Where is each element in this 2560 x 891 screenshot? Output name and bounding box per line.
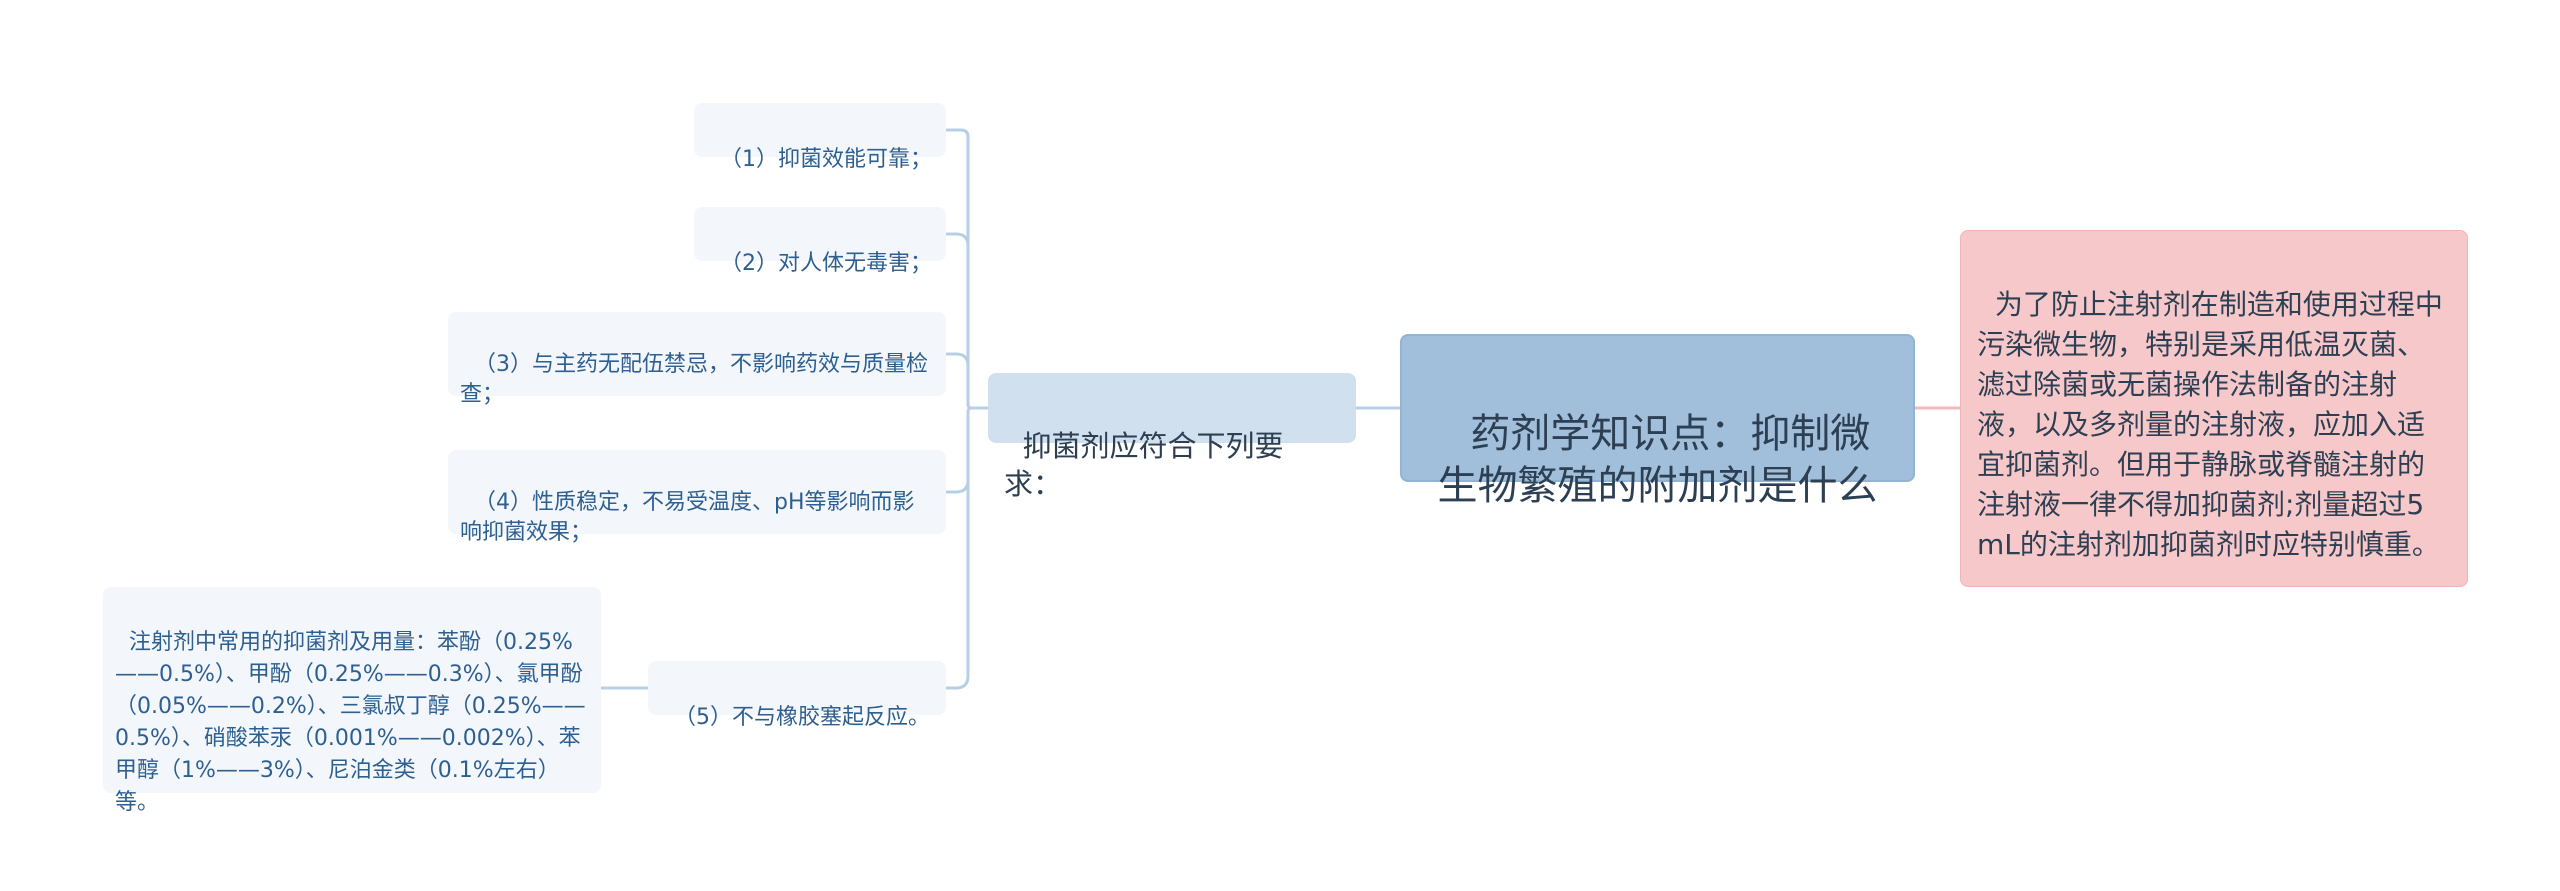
leaf-topic-1[interactable]: （1）抑菌效能可靠；	[694, 103, 946, 172]
connector-branch-to-leaf-2	[946, 232, 970, 247]
leaf-topic-text: （1）抑菌效能可靠；	[720, 147, 932, 172]
leaf-topic-4[interactable]: （4）性质稳定，不易受温度、pH等影响而影响抑菌效果；	[448, 450, 946, 545]
leaf-topic-3[interactable]: （3）与主药无配伍禁忌，不影响药效与质量检查；	[448, 312, 946, 407]
leaf-topic-text: （4）性质稳定，不易受温度、pH等影响而影响抑菌效果；	[460, 490, 915, 545]
leaf-topic-text: （3）与主药无配伍禁忌，不影响药效与质量检查；	[460, 352, 928, 407]
branch-topic-requirements[interactable]: 抑菌剂应符合下列要求：	[988, 373, 1356, 501]
detail-topic-text: 注射剂中常用的抑菌剂及用量：苯酚（0.25%——0.5%）、甲酚（0.25%——…	[115, 630, 586, 815]
central-topic-title: 药剂学知识点：抑制微生物繁殖的附加剂是什么	[1437, 411, 1878, 509]
leaf-topic-text: （5）不与橡胶塞起反应。	[674, 705, 930, 730]
leaf-topic-2[interactable]: （2）对人体无毒害；	[694, 207, 946, 276]
branch-topic-label: 抑菌剂应符合下列要求：	[1004, 429, 1284, 501]
leaf-topic-text: （2）对人体无毒害；	[720, 251, 932, 276]
detail-topic-preservatives[interactable]: 注射剂中常用的抑菌剂及用量：苯酚（0.25%——0.5%）、甲酚（0.25%——…	[103, 587, 601, 815]
note-topic-text: 为了防止注射剂在制造和使用过程中污染微生物，特别是采用低温灭菌、滤过除菌或无菌操…	[1977, 288, 2443, 561]
central-topic[interactable]: 药剂学知识点：抑制微生物繁殖的附加剂是什么	[1400, 334, 1915, 509]
connector-branch-to-leaf-4	[946, 406, 988, 494]
connector-branch-to-leaf-3	[946, 352, 970, 367]
leaf-topic-5[interactable]: （5）不与橡胶塞起反应。	[648, 661, 946, 730]
note-topic[interactable]: 为了防止注射剂在制造和使用过程中污染微生物，特别是采用低温灭菌、滤过除菌或无菌操…	[1960, 230, 2468, 587]
connector-branch-to-leaf-5	[946, 480, 970, 690]
connector-branch-to-leaf-1	[946, 128, 988, 410]
